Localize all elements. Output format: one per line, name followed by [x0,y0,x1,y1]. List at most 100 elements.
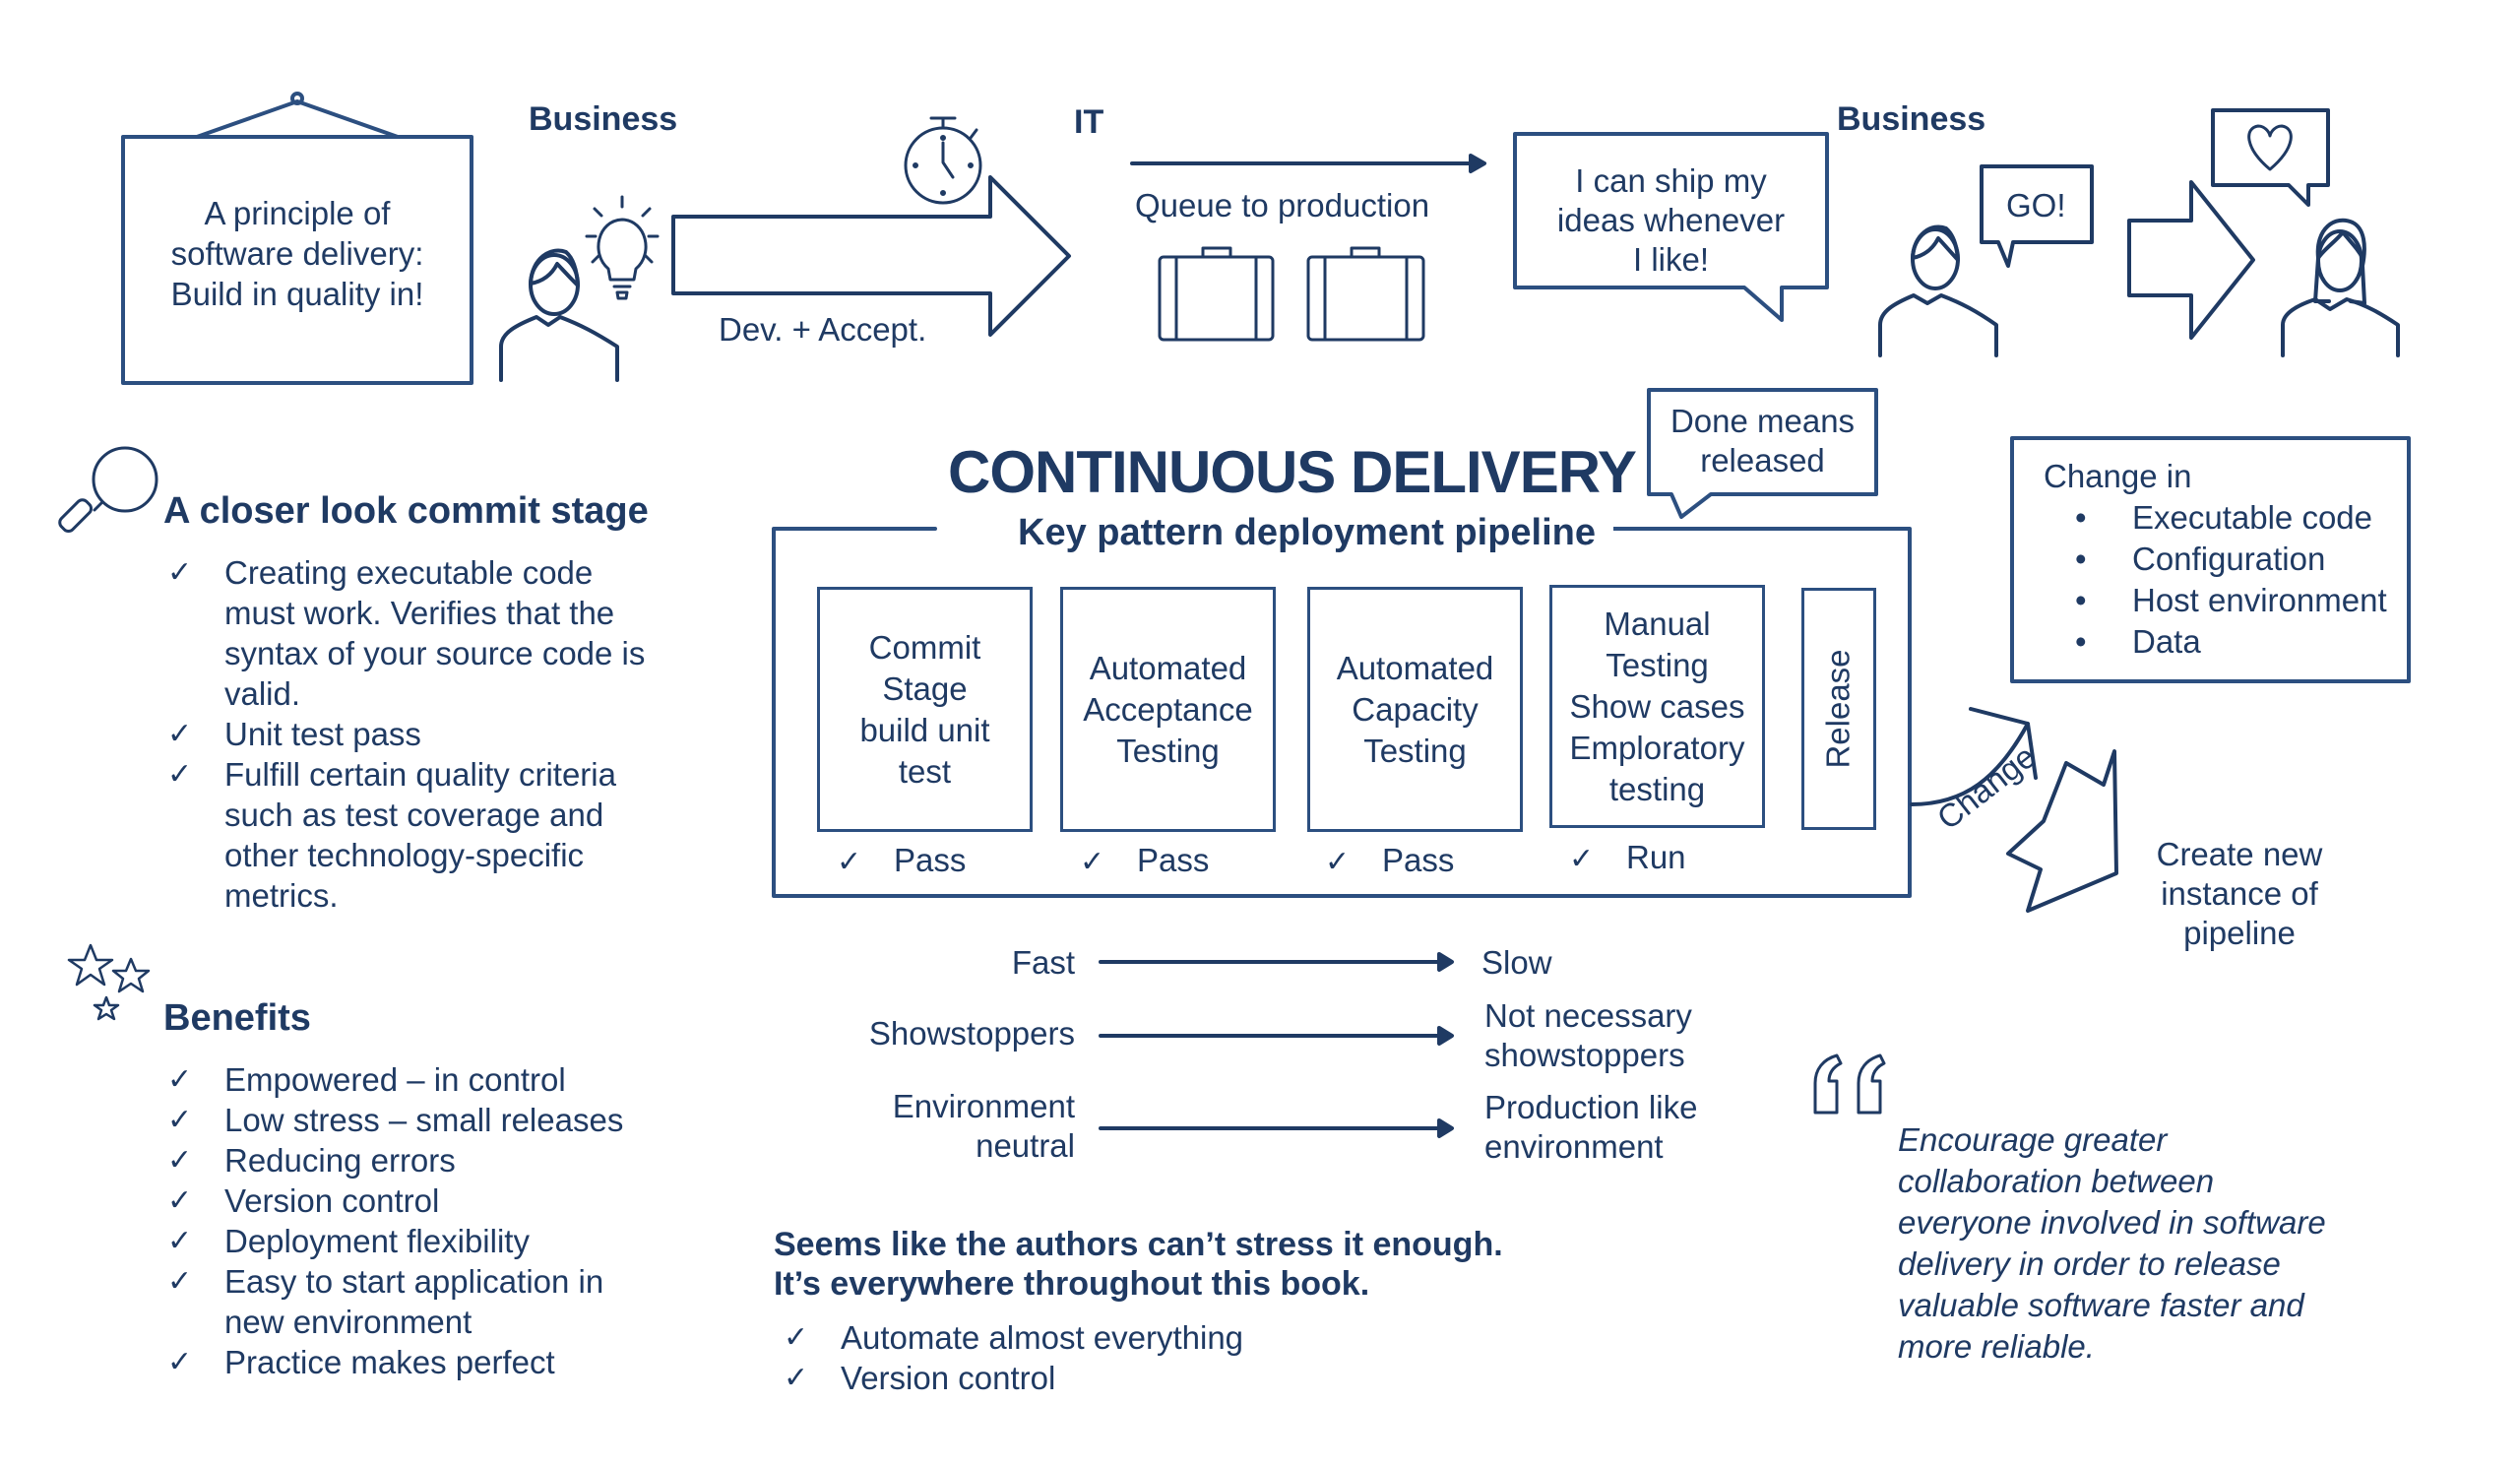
go-bubble-text: GO! [2006,187,2066,223]
stage-line: Commit [868,628,981,666]
bubble-line: ideas whenever [1556,202,1786,238]
ship-bubble-text: I can ship my ideas whenever I like! [1515,161,1827,280]
check-icon: ✓ [167,1184,193,1217]
item-text: Host environment [2132,582,2387,618]
result-label: Pass [1382,842,1455,878]
stage-result: ✓ Pass [1080,842,1209,879]
quote-line: collaboration between [1898,1163,2215,1199]
stage-line: testing [1608,770,1706,807]
benefits-title: Benefits [163,997,311,1039]
stage-line: build unit [859,711,990,748]
stage-line: Acceptance [1083,690,1253,728]
release-label: Release [1820,649,1858,769]
stress-note-list: ✓Automate almost everything ✓Version con… [784,1317,1374,1398]
change-label: Change [1929,737,2043,837]
list-item: •Data [2044,621,2387,663]
flow-left-environment: Environment neutral [788,1087,1075,1166]
item-line: Empowered – in control [224,1061,566,1098]
stage-result: ✓ Pass [837,842,966,879]
note-line: It’s everywhere throughout this book. [774,1265,1370,1303]
benefits-list: ✓Empowered – in control ✓Low stress – sm… [167,1059,719,1382]
check-icon: ✓ [167,718,193,750]
item-line: Practice makes perfect [224,1344,555,1380]
done-bubble-text: Done means released [1649,402,1876,480]
list-item: ✓Low stress – small releases [167,1100,719,1140]
item-line: syntax of your source code is [224,635,646,671]
stage-line: Testing [1116,732,1220,769]
stage-line: Stage [882,670,968,707]
flow-line: Environment [892,1088,1075,1124]
result-label: Pass [894,842,967,878]
check-icon: ✓ [1569,843,1595,875]
stage-release: Release [1801,588,1876,830]
result-label: Pass [1137,842,1210,878]
check-icon: ✓ [1080,846,1105,878]
dev-accept-label: Dev. + Accept. [719,311,927,348]
heart-bubble-icon [2211,108,2330,207]
quote-text: Encourage greater collaboration between … [1898,1119,2326,1368]
item-text: Executable code [2132,499,2373,536]
queue-label: Queue to production [1135,187,1430,223]
bullet-icon: • [2075,499,2087,536]
quote-line: Encourage greater [1898,1121,2168,1158]
item-line: other technology-specific [224,837,585,873]
text-line: Create new [2156,836,2323,872]
check-icon: ✓ [167,556,193,589]
stage-line: Emploratory [1569,729,1745,766]
flow-line: environment [1484,1128,1664,1165]
flow-right-production: Production like environment [1484,1088,1697,1167]
suitcase-icon [1158,246,1275,342]
check-icon: ✓ [784,1321,809,1354]
bullet-icon: • [2075,623,2087,660]
item-line: Fulfill certain quality criteria [224,756,616,793]
check-icon: ✓ [167,1063,193,1096]
quote-line: more reliable. [1898,1328,2095,1365]
stage-line: test [898,752,952,790]
flow-line: neutral [976,1127,1075,1164]
flow-line: Production like [1484,1089,1698,1125]
list-item: ✓ Practice makes perfect [167,1342,719,1382]
check-icon: ✓ [167,758,193,791]
suitcase-icon [1306,246,1425,342]
frame-line: Build in quality in! [170,276,424,312]
stage-line: Manual [1604,605,1711,642]
list-item: ✓Version control [167,1180,719,1221]
item-line: Unit test pass [224,716,421,752]
stopwatch-icon [904,116,982,205]
stage-result: ✓Pass [1325,842,1454,879]
list-item: •Configuration [2044,539,2387,580]
item-line: new environment [224,1304,472,1340]
result-label: Run [1626,839,1686,875]
flow-left-fast: Fast [788,943,1075,983]
item-line: Deployment flexibility [224,1223,530,1259]
business-right-label: Business [1837,100,1986,138]
quote-line: everyone involved in software [1898,1204,2326,1241]
pipeline-subtitle: Key pattern deployment pipeline [1000,514,1613,551]
quote-mark-icon [1813,1053,1886,1115]
principle-frame-text: A principle of software delivery: Build … [123,193,472,314]
bubble-line: Done means [1670,403,1856,439]
item-line: Low stress – small releases [224,1102,624,1138]
person-icon [499,248,619,382]
check-icon: ✓ [784,1362,809,1394]
check-icon: ✓ [167,1346,193,1378]
bubble-line: released [1700,442,1825,478]
check-icon: ✓ [837,846,862,878]
flow-right-slow: Slow [1481,943,1552,983]
change-in-list: Change in •Executable code •Configuratio… [2044,456,2387,663]
flow-line: Fast [1011,944,1075,981]
list-item: ✓Deployment flexibility [167,1221,719,1261]
note-line: Seems like the authors can’t stress it e… [774,1226,1503,1263]
bullet-icon: • [2075,582,2087,618]
bubble-line: I like! [1632,241,1710,278]
arrow-right-icon [1130,154,1486,173]
commit-stage-title: A closer look commit stage [163,490,649,532]
woman-icon [2281,218,2400,357]
list-item: ✓Reducing errors [167,1140,719,1180]
stage-manual: Manual Testing Show cases Emploratory te… [1549,585,1765,828]
quote-line: delivery in order to release [1898,1245,2281,1282]
list-item: • Executable code [2044,497,2387,539]
flow-line: Slow [1481,944,1552,981]
stage-line: Automated [1336,649,1494,686]
